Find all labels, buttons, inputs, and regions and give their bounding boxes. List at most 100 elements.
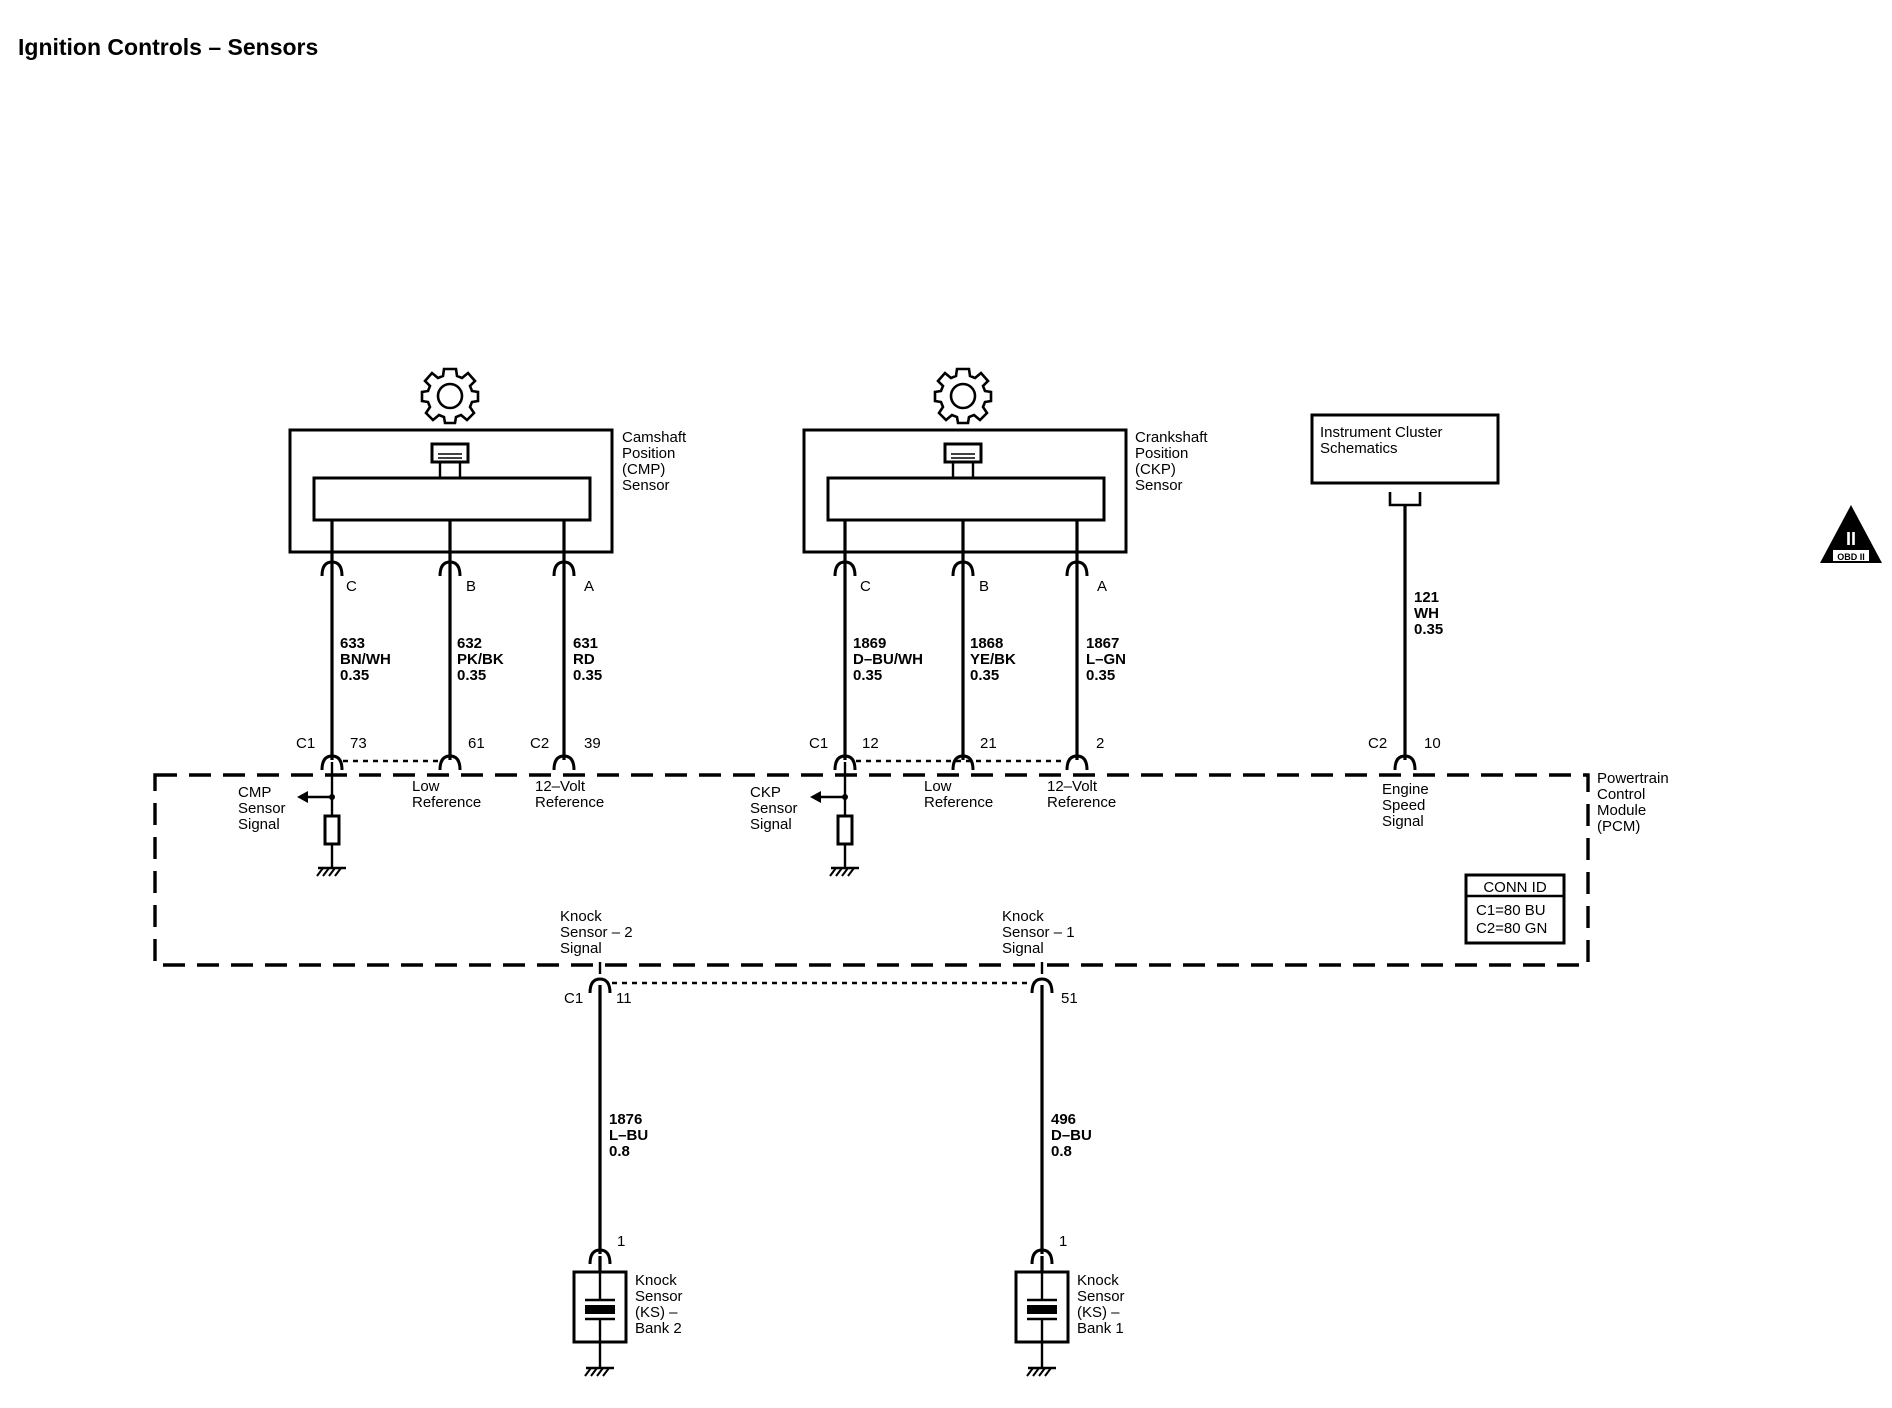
ckp-sensor-name-2: Position <box>1135 445 1188 462</box>
cmp-pcm-pin-61: 61 <box>468 735 485 752</box>
ckp-pcm-pin-2: 2 <box>1096 735 1104 752</box>
ckp-signal-label-3: Signal <box>750 816 792 833</box>
conn-id-header: CONN ID <box>1483 879 1547 896</box>
wire-633-gauge: 0.35 <box>340 667 369 684</box>
pcm-name-2: Control <box>1597 786 1645 803</box>
cmp-12v-ref-2: Reference <box>535 794 604 811</box>
sensor-element-icon <box>943 442 983 464</box>
wire-1869-gauge: 0.35 <box>853 667 882 684</box>
wire-633-color: BN/WH <box>340 651 391 668</box>
ic-pcm-pin-10: 10 <box>1424 735 1441 752</box>
cmp-signal-label-2: Sensor <box>238 800 286 817</box>
wire-496-gauge: 0.8 <box>1051 1143 1072 1160</box>
instrument-cluster-name-1: Instrument Cluster <box>1320 424 1443 441</box>
ks2-name-4: Bank 2 <box>635 1320 682 1337</box>
knock-sensor-icon <box>572 1256 628 1378</box>
page-title: Ignition Controls – Sensors <box>18 34 318 60</box>
ks1-signal-label-3: Signal <box>1002 940 1044 957</box>
wire-1868-circuit: 1868 <box>970 635 1003 652</box>
cmp-low-ref-2: Reference <box>412 794 481 811</box>
ks2-signal-label-2: Sensor – 2 <box>560 924 633 941</box>
knock-sensor-icon <box>1014 1256 1070 1378</box>
ckp-pcm-pin-21: 21 <box>980 735 997 752</box>
cmp-12v-ref-1: 12–Volt <box>535 778 586 795</box>
instrument-cluster-name-2: Schematics <box>1320 440 1398 457</box>
ckp-low-ref-1: Low <box>924 778 952 795</box>
ckp-12v-ref-2: Reference <box>1047 794 1116 811</box>
wire-631-color: RD <box>573 651 595 668</box>
engine-speed-label-3: Signal <box>1382 813 1424 830</box>
cmp-sensor-inner <box>312 476 592 522</box>
gear-icon <box>933 367 993 425</box>
obd-numeral: II <box>1846 529 1856 549</box>
cmp-pcm-conn-c2: C2 <box>530 735 549 752</box>
ks1-sensor-pin: 1 <box>1059 1233 1067 1250</box>
ground-icon <box>583 1366 616 1378</box>
ks2-name-3: (KS) – <box>635 1304 678 1321</box>
ks1-pcm-pin-51: 51 <box>1061 990 1078 1007</box>
ks2-name-1: Knock <box>635 1272 677 1289</box>
pcm-name-1: Powertrain <box>1597 770 1669 787</box>
ckp-pin-b: B <box>979 578 989 595</box>
wire-632-color: PK/BK <box>457 651 504 668</box>
instrument-cluster-box[interactable] <box>1310 413 1500 485</box>
cmp-signal-label-1: CMP <box>238 784 271 801</box>
resistor-icon <box>836 814 854 846</box>
ks2-pcm-conn-c1: C1 <box>564 990 583 1007</box>
wire-121-gauge: 0.35 <box>1414 621 1443 638</box>
ckp-sensor-name-1: Crankshaft <box>1135 429 1208 446</box>
wire-1867-circuit: 1867 <box>1086 635 1119 652</box>
ground-icon <box>828 866 861 878</box>
ks2-signal-label-3: Signal <box>560 940 602 957</box>
conn-id-row-1: C1=80 BU <box>1476 902 1546 919</box>
ks1-name-2: Sensor <box>1077 1288 1125 1305</box>
cmp-low-ref-1: Low <box>412 778 440 795</box>
ckp-signal-label-2: Sensor <box>750 800 798 817</box>
conn-id-row-2: C2=80 GN <box>1476 920 1547 937</box>
cmp-pcm-pin-39: 39 <box>584 735 601 752</box>
ckp-sensor: Crankshaft Position (CKP) Sensor <box>802 367 1208 554</box>
ckp-pin-a: A <box>1097 578 1107 595</box>
obd-label: OBD II <box>1837 552 1865 562</box>
ckp-low-ref-2: Reference <box>924 794 993 811</box>
ground-icon <box>315 866 348 878</box>
resistor-icon <box>323 814 341 846</box>
cmp-sensor-name-3: (CMP) <box>622 461 665 478</box>
wire-1876-color: L–BU <box>609 1127 648 1144</box>
ks1-name-4: Bank 1 <box>1077 1320 1124 1337</box>
ks2-sensor-pin: 1 <box>617 1233 625 1250</box>
pcm-module-outline <box>153 773 1590 967</box>
cmp-sensor: Camshaft Position (CMP) Sensor <box>288 367 687 554</box>
cmp-pcm-pin-73: 73 <box>350 735 367 752</box>
wire-1867-gauge: 0.35 <box>1086 667 1115 684</box>
wire-631-circuit: 631 <box>573 635 598 652</box>
wire-633-circuit: 633 <box>340 635 365 652</box>
ks1-name-3: (KS) – <box>1077 1304 1120 1321</box>
wire-1867-color: L–GN <box>1086 651 1126 668</box>
wire-1868-gauge: 0.35 <box>970 667 999 684</box>
wire-631-gauge: 0.35 <box>573 667 602 684</box>
cmp-sensor-name-2: Position <box>622 445 675 462</box>
wire-1876-gauge: 0.8 <box>609 1143 630 1160</box>
ckp-signal-label-1: CKP <box>750 784 781 801</box>
wire-1868-color: YE/BK <box>970 651 1016 668</box>
conn-id-table: CONN ID C1=80 BU C2=80 GN <box>1464 873 1566 945</box>
wire-1869-circuit: 1869 <box>853 635 886 652</box>
wire-632-circuit: 632 <box>457 635 482 652</box>
wire-1869-color: D–BU/WH <box>853 651 923 668</box>
ks1-signal-label-1: Knock <box>1002 908 1044 925</box>
ks2-name-2: Sensor <box>635 1288 683 1305</box>
wire-121-color: WH <box>1414 605 1439 622</box>
engine-speed-label-1: Engine <box>1382 781 1429 798</box>
ckp-pcm-pin-12: 12 <box>862 735 879 752</box>
engine-speed-label-2: Speed <box>1382 797 1425 814</box>
ckp-pcm-conn-c1: C1 <box>809 735 828 752</box>
ckp-12v-ref-1: 12–Volt <box>1047 778 1098 795</box>
ckp-sensor-inner <box>826 476 1106 522</box>
ks1-signal-label-2: Sensor – 1 <box>1002 924 1075 941</box>
cmp-sensor-name-1: Camshaft <box>622 429 687 446</box>
wire-496-circuit: 496 <box>1051 1111 1076 1128</box>
cmp-pin-a: A <box>584 578 594 595</box>
cmp-pcm-conn-c1: C1 <box>296 735 315 752</box>
